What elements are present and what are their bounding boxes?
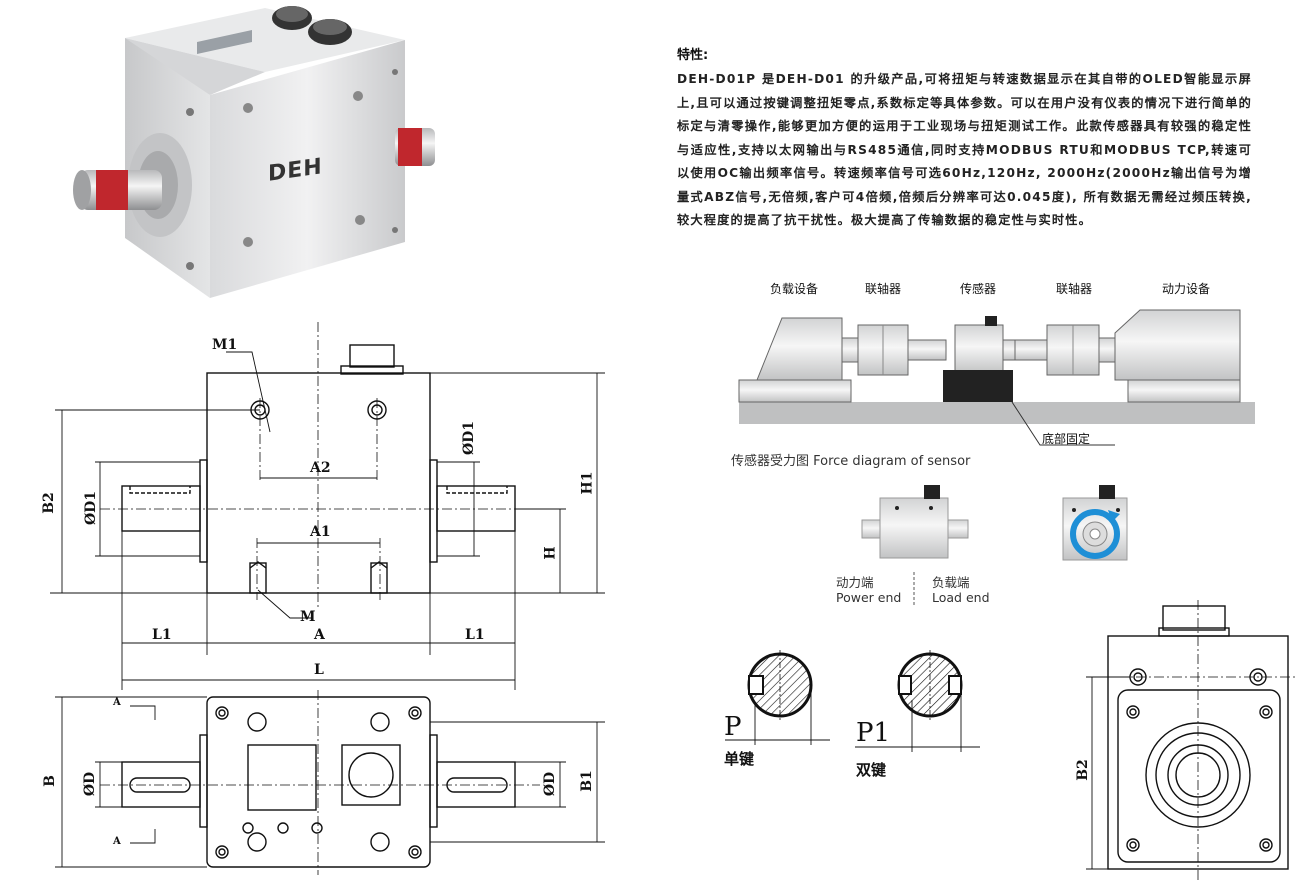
label-load-device: 负载设备 — [770, 282, 819, 296]
force-diagram-title: 传感器受力图 Force diagram of sensor — [731, 454, 971, 469]
power-end-cn: 动力端 — [836, 575, 874, 590]
dim-L: L — [314, 662, 324, 678]
dim-M: M — [300, 609, 316, 625]
dim-L1-right: L1 — [465, 627, 485, 643]
dim-A: A — [314, 627, 325, 643]
label-coupling-2: 联轴器 — [1056, 282, 1093, 296]
features-description: DEH-D01P 是DEH-D01 的升级产品,可将扭矩与转速数据显示在其自带的… — [677, 72, 1252, 227]
dim-A2: A2 — [310, 460, 331, 476]
label-sensor: 传感器 — [960, 282, 997, 296]
label-coupling-1: 联轴器 — [865, 282, 902, 296]
dim-L1-left: L1 — [152, 627, 172, 643]
label-power-device: 动力设备 — [1162, 282, 1211, 296]
load-end-en: Load end — [932, 590, 990, 605]
dim-B2-side: B2 — [1074, 759, 1091, 781]
key-double-label: 双键 — [856, 761, 887, 779]
dim-A1: A1 — [310, 524, 331, 540]
features-title: 特性: — [677, 48, 709, 63]
key-single-symbol: P — [724, 712, 742, 742]
load-end-cn: 负载端 — [932, 575, 970, 590]
label-base-fixed: 底部固定 — [1042, 432, 1091, 446]
key-single-label: 单键 — [724, 750, 755, 768]
power-end-en: Power end — [836, 590, 902, 605]
dim-M1: M1 — [212, 337, 238, 353]
section-mark-top: A — [113, 697, 121, 708]
section-mark-bottom: A — [113, 836, 121, 847]
key-double-symbol: P1 — [856, 718, 891, 748]
